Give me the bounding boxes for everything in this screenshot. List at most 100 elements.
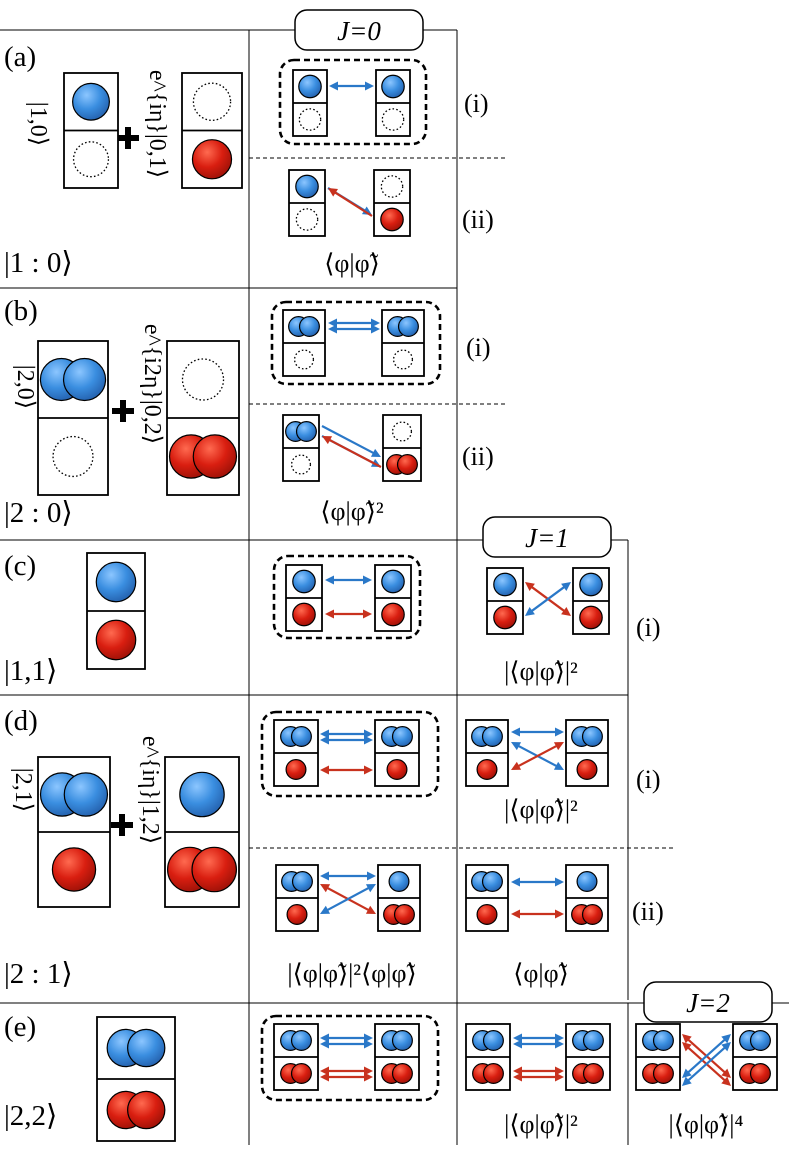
arrowhead	[370, 448, 381, 457]
cell-a-ii-left	[288, 169, 326, 237]
blue-particle-icon	[290, 725, 312, 747]
header-j0: J=0	[294, 9, 424, 51]
arrowhead	[525, 607, 535, 616]
arrowhead	[371, 318, 380, 328]
red-particle-icon	[191, 139, 233, 180]
red-particle-icon	[576, 758, 598, 780]
state-label-e: |2,2⟩	[4, 1100, 57, 1132]
arrow-e-j1-blue	[513, 1039, 564, 1049]
blue-particle-icon	[397, 316, 419, 338]
arrowhead	[682, 1068, 692, 1078]
arrowhead	[320, 871, 329, 881]
header-j2-label: J=2	[686, 988, 730, 1018]
empty-site-icon	[192, 82, 232, 121]
arrow-e-j2-blue	[682, 1042, 731, 1086]
arrow-d-i-j1-red	[511, 742, 564, 770]
arrow-b-ii-red	[322, 436, 382, 468]
arrowhead	[513, 1072, 522, 1082]
red-particle-icon	[476, 758, 498, 780]
blue-particle-icon	[493, 572, 517, 597]
cell-e-j0-right	[374, 1023, 420, 1091]
state-label-d: |2 : 1⟩	[4, 958, 73, 990]
cell-b-i-left	[282, 309, 326, 377]
arrowhead	[365, 81, 374, 91]
arrowhead	[320, 735, 329, 745]
arrowhead	[364, 1033, 373, 1043]
arrow-b-ii-blue	[321, 425, 381, 457]
sub-label-a-i: (i)	[464, 89, 489, 118]
arrowhead	[555, 909, 564, 919]
arrow-e-j0-blue	[320, 1033, 373, 1043]
cell-b-ii-left	[282, 414, 320, 482]
cell-d-i-j1-right	[565, 719, 609, 787]
ket-right-a: e^{iη}|0,1⟩	[144, 70, 170, 178]
arrowhead	[328, 318, 337, 328]
sub-label-d-ii: (ii)	[632, 897, 664, 926]
blue-particle-icon	[298, 74, 322, 99]
cell-b-right	[166, 340, 240, 496]
row-label-b: (b)	[4, 295, 38, 327]
arrowhead	[364, 1039, 373, 1049]
arrowhead	[561, 607, 571, 616]
arrowhead	[320, 905, 331, 914]
arrowhead	[325, 575, 334, 585]
plus-sign-d	[111, 814, 133, 836]
arrowhead	[371, 324, 380, 334]
overlap-e-j1: |⟨φ|φ̃⟩|²	[504, 1110, 578, 1139]
cell-d-ii-j0-right	[377, 864, 421, 932]
arrowhead	[511, 742, 522, 751]
dashed-box-d-i-j0	[260, 710, 440, 798]
cell-d-i-j0-right	[374, 719, 420, 787]
arrowhead	[682, 1034, 692, 1044]
ket-right-b: e^{i2η}|0,2⟩	[139, 324, 165, 444]
arrowhead	[511, 909, 520, 919]
empty-site-icon	[72, 141, 110, 178]
overlap-e-j2: |⟨φ|φ̃⟩|⁴	[669, 1110, 744, 1139]
cell-d-ii-j1-right	[565, 864, 609, 932]
ket-right-d: e^{iη}|1,2⟩	[137, 736, 163, 844]
arrowhead	[320, 1072, 329, 1082]
red-particle-icon	[749, 1062, 771, 1084]
header-j2: J=2	[643, 981, 773, 1023]
arrowhead	[364, 735, 373, 745]
arrow-a-i-blue	[329, 81, 374, 91]
cell-e-j0-left	[273, 1023, 319, 1091]
arrowhead	[555, 1072, 564, 1082]
cell-e-j2-left	[635, 1023, 681, 1091]
arrow-d-i-j0-blue	[320, 729, 373, 739]
cell-c-j1-left	[486, 567, 524, 635]
header-j1-label: J=1	[525, 523, 569, 553]
cell-e-j1-right	[565, 1023, 611, 1091]
arrowhead	[511, 727, 520, 737]
arrow-e-j0-blue	[320, 1039, 373, 1049]
arrow-c-j0-red	[325, 609, 372, 619]
red-particle-icon	[386, 758, 408, 780]
overlap-a-ii: ⟨φ|φ̃⟩	[324, 249, 380, 278]
arrow-e-j0-red	[320, 1066, 373, 1076]
cell-a-right	[181, 72, 243, 189]
arrow-d-ii-j0-blue	[320, 884, 376, 914]
arrowhead	[721, 1076, 731, 1086]
arrowhead	[364, 1066, 373, 1076]
cell-d-ii-j0-left	[275, 864, 319, 932]
arrowhead	[367, 871, 376, 881]
red-particle-icon	[396, 454, 418, 476]
arrowhead	[364, 765, 373, 775]
arrowhead	[320, 729, 329, 739]
arrowhead	[320, 765, 329, 775]
blue-particle-icon	[576, 870, 598, 892]
blue-particle-icon	[391, 1029, 413, 1051]
ket-left-b: |2,0⟩	[12, 365, 38, 409]
cell-c-j0-left	[285, 564, 323, 632]
cell-d-ii-j1-left	[465, 864, 509, 932]
arrowhead	[555, 877, 564, 887]
arrowhead	[328, 324, 337, 334]
red-particle-icon	[581, 903, 603, 925]
arrowhead	[555, 1033, 564, 1043]
arrowhead	[721, 1034, 731, 1044]
plus-sign-a	[117, 127, 139, 149]
sub-label-b-ii: (ii)	[462, 442, 494, 471]
arrowhead	[364, 1072, 373, 1082]
blue-particle-icon	[290, 1029, 312, 1051]
